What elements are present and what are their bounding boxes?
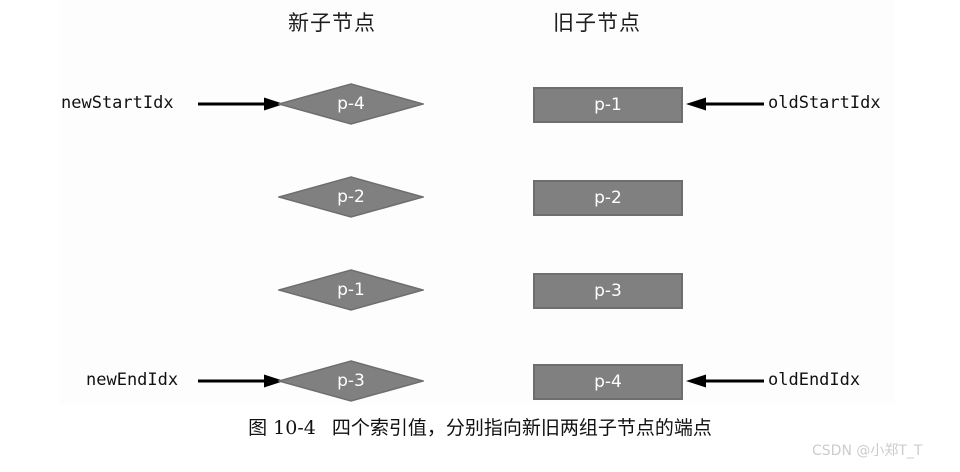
old-child-node: p-3 [533,273,683,309]
node-row: newEndIdx p-3 p-4 oldEndIdx [0,359,960,403]
figure-caption-text: 四个索引值，分别指向新旧两组子节点的端点 [331,417,712,439]
old-child-node-label: p-4 [594,371,622,392]
old-child-node: p-1 [533,87,683,123]
new-child-node: p-4 [278,83,424,125]
index-label-new-end-idx: newEndIdx [86,370,179,390]
arrow-old-start-idx [686,97,764,111]
arrow-new-end-idx [198,374,284,388]
new-child-node: p-1 [278,269,424,311]
node-row: p-1 p-3 [0,268,960,312]
index-label-old-end-idx: oldEndIdx [768,370,861,390]
figure-caption-number: 图 10-4 [248,417,316,439]
new-child-node: p-3 [278,360,424,402]
watermark: CSDN @小郑T_T [812,443,923,459]
index-label-old-start-idx: oldStartIdx [768,93,881,113]
old-child-node-label: p-2 [594,187,622,208]
old-child-node-label: p-3 [594,280,622,301]
arrow-new-start-idx [198,97,284,111]
column-header-old-children: 旧子节点 [553,11,641,35]
column-header-new-children: 新子节点 [288,11,376,35]
arrow-old-end-idx [686,374,764,388]
diagram-panel [60,0,895,405]
new-child-node: p-2 [278,176,424,218]
index-label-new-start-idx: newStartIdx [61,93,174,113]
figure-caption: 图 10-4 四个索引值，分别指向新旧两组子节点的端点 [0,415,960,441]
old-child-node: p-2 [533,180,683,216]
node-row: newStartIdx p-4 p-1 oldStartIdx [0,82,960,126]
old-child-node: p-4 [533,364,683,400]
old-child-node-label: p-1 [594,94,622,115]
node-row: p-2 p-2 [0,175,960,219]
